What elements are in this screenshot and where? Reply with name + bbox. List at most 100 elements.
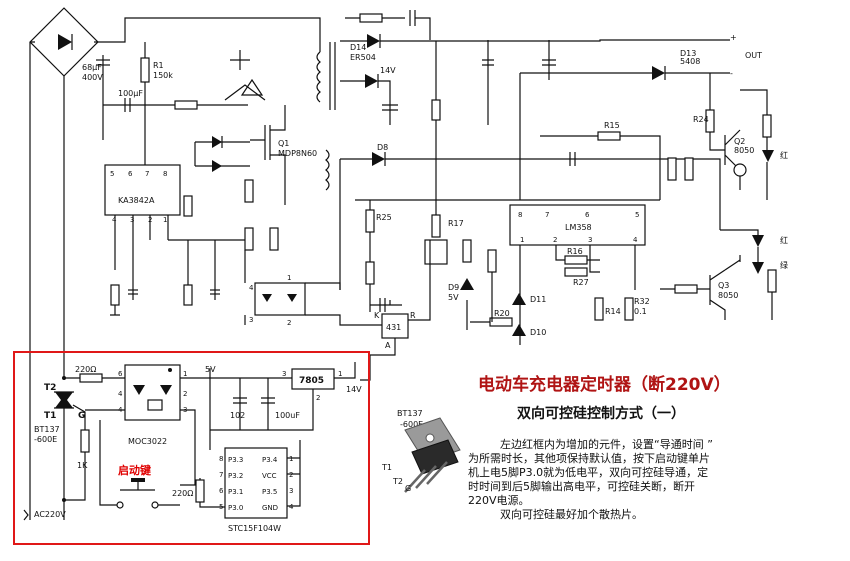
q3-transistor: Q3 8050: [660, 259, 777, 320]
bridge-rectifier: [29, 7, 99, 77]
d14-part: ER504: [350, 53, 376, 62]
svg-text:6: 6: [118, 370, 123, 378]
photo-g-label: G: [405, 484, 411, 493]
svg-text:2: 2: [183, 390, 187, 398]
d13-part: 5408: [680, 57, 700, 66]
q2-part: 8050: [734, 146, 754, 155]
r1k: 1K: [64, 409, 125, 501]
r220-upper-label: 220Ω: [75, 365, 96, 374]
mcu-pin-gnd: GND: [262, 504, 278, 512]
svg-text:4: 4: [633, 236, 638, 244]
svg-text:2: 2: [287, 319, 291, 327]
cap-100-label: 100μF: [118, 89, 143, 98]
description-line-1: 左边红框内为增加的元件，设置“导通时间 ”: [500, 437, 713, 451]
lm358-label: LM358: [565, 223, 592, 232]
svg-text:4: 4: [118, 406, 123, 414]
out-minus: -: [730, 69, 733, 78]
pin-a: A: [385, 341, 391, 350]
v14-upper-label: 14V: [380, 66, 396, 75]
pin-r: R: [410, 311, 416, 320]
photo-variant-label: -600E: [400, 420, 423, 429]
svg-text:3: 3: [282, 370, 286, 378]
r27-label: R27: [573, 278, 589, 287]
d8-diode: D8: [339, 143, 721, 290]
sense-resistors: R16 R27 R14 R32 0.1: [564, 247, 650, 321]
photo-part-label: BT137: [397, 409, 423, 418]
svg-text:3: 3: [289, 487, 293, 495]
mcu-pin-vcc: VCC: [262, 472, 277, 480]
svg-text:7: 7: [219, 471, 223, 479]
description-line-5: 220V电源。: [468, 493, 530, 507]
d9-voltage: 5V: [448, 293, 459, 302]
bt137-label: BT137: [34, 425, 60, 434]
r220-lower-label: 220Ω: [172, 489, 193, 498]
r24-label: R24: [693, 115, 709, 124]
top-snubber: [345, 10, 431, 40]
ac220v-label: AC220V: [34, 510, 66, 519]
svg-text:6: 6: [128, 170, 133, 178]
svg-text:5: 5: [219, 503, 223, 511]
mcu-pin-p32: P3.2: [228, 472, 243, 480]
diagram-subtitle: 双向可控硅控制方式（一）: [517, 405, 685, 422]
moc3022-ic: 644 123 MOC3022: [118, 364, 211, 486]
svg-text:1: 1: [163, 216, 167, 224]
d14-diode: D14 ER504: [340, 34, 730, 62]
d13-output: D13 5408 + OUT -: [519, 33, 762, 200]
r14-label: R14: [605, 307, 621, 316]
mcu-pin-p31: P3.1: [228, 488, 243, 496]
description-line-2: 为所需时长，其他项保持默认值，按下启动键单片: [468, 451, 710, 465]
svg-text:3: 3: [249, 316, 253, 324]
r32-label: R32: [634, 297, 650, 306]
description-line-3: 机上电5脚P3.0就为低电平，双向可控硅导通，定: [468, 465, 708, 479]
d9-label: D9: [448, 283, 459, 292]
svg-text:6: 6: [585, 211, 590, 219]
d13-label: D13: [680, 49, 696, 58]
r17-label: R17: [448, 219, 464, 228]
bt137-package-image: BT137 -600E T1 T2 G: [381, 409, 461, 493]
cap-100uf-label: 100uF: [275, 411, 300, 420]
g-label: G: [78, 411, 85, 421]
d10-label: D10: [530, 328, 546, 337]
r20-label: R20: [494, 309, 510, 318]
d8-label: D8: [377, 143, 388, 152]
svg-text:7: 7: [145, 170, 149, 178]
q2-label: Q2: [734, 137, 745, 146]
svg-text:5: 5: [635, 211, 639, 219]
svg-text:8: 8: [163, 170, 167, 178]
svg-text:3: 3: [130, 216, 134, 224]
cap-102-label: 102: [230, 411, 245, 420]
svg-text:4: 4: [118, 390, 123, 398]
q3-label: Q3: [718, 281, 729, 290]
r32-value: 0.1: [634, 307, 647, 316]
led-indicators: 红 绿: [720, 229, 788, 274]
out-label: OUT: [745, 51, 762, 60]
svg-text:1: 1: [287, 274, 291, 282]
r1-value: 150k: [153, 71, 173, 80]
q1-label: Q1: [278, 139, 289, 148]
mcu-pin-p30: P3.0: [228, 504, 243, 512]
r1-label: R1: [153, 61, 164, 70]
q1-part: MDP8N60: [278, 149, 317, 158]
description-line-4: 时时间到后5脚输出高电平，可控硅关断，断开: [468, 479, 695, 493]
cap-68uf: 68μF 400V: [82, 55, 110, 140]
bt137-voltage: -600E: [34, 435, 57, 444]
stc15f104w-mcu: P3.3 P3.2 P3.1 P3.0 P3.4 VCC P3.5 GND 87…: [219, 440, 301, 533]
transformer: [224, 42, 336, 191]
start-key-switch[interactable]: 启动键: [99, 420, 180, 509]
red-led-lower: 红: [780, 235, 788, 245]
out-plus: +: [730, 33, 737, 42]
description-block: 左边红框内为增加的元件，设置“导通时间 ” 为所需时长，其他项保持默认值，按下启…: [468, 437, 713, 521]
svg-text:3: 3: [588, 236, 592, 244]
svg-text:4: 4: [249, 284, 254, 292]
d11-label: D11: [530, 295, 546, 304]
svg-text:2: 2: [553, 236, 557, 244]
svg-text:1: 1: [183, 370, 187, 378]
svg-text:8: 8: [518, 211, 522, 219]
svg-text:8: 8: [219, 455, 223, 463]
v5-label: 5V: [205, 365, 216, 374]
bt137-triac-symbol: T2 T1 G BT137 -600E: [34, 355, 86, 520]
